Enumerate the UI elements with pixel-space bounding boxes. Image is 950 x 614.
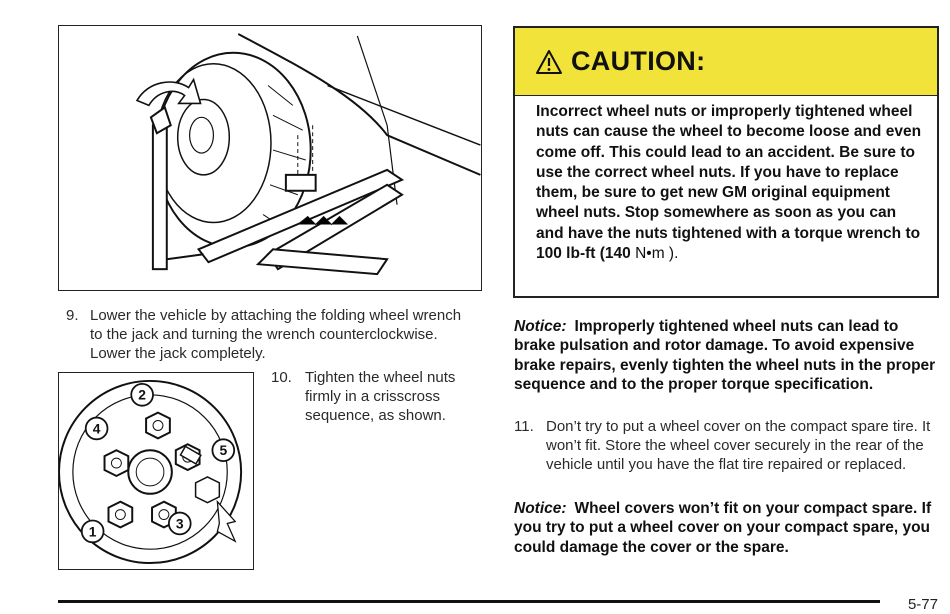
step-9: 9. Lower the vehicle by attaching the fo… <box>66 306 466 363</box>
step-text: Lower the vehicle by attaching the foldi… <box>90 307 462 362</box>
notice-wheel-covers: Notice:Wheel covers won’t fit on your co… <box>514 499 939 557</box>
footer-rule <box>58 600 880 603</box>
sequence-label-3: 3 <box>176 515 184 531</box>
caution-title: CAUTION: <box>571 46 706 76</box>
step-number: 11. <box>514 418 534 435</box>
notice-label: Notice: <box>514 500 567 517</box>
caution-text: Incorrect wheel nuts or improperly tight… <box>515 96 937 264</box>
jack-illustration <box>58 25 482 291</box>
sequence-label-2: 2 <box>138 387 146 403</box>
notice-text: Wheel covers won’t fit on your compact s… <box>514 500 932 556</box>
notice-label: Notice: <box>514 318 567 335</box>
sequence-label-4: 4 <box>93 420 101 436</box>
step-number: 9. <box>66 307 79 324</box>
wheel-nut-drawing: 2 4 1 3 5 <box>59 379 243 565</box>
jack-lowering-drawing <box>135 33 481 276</box>
page-number: 5-77 <box>907 596 938 613</box>
caution-body-text: Incorrect wheel nuts or improperly tight… <box>536 103 922 263</box>
notice-text: Improperly tightened wheel nuts can lead… <box>514 318 936 393</box>
caution-torque-unit: N•m ). <box>635 245 679 263</box>
step-11: 11. Don’t try to put a wheel cover on th… <box>514 417 939 474</box>
wheel-nut-sequence-diagram: 2 4 1 3 5 <box>58 372 254 570</box>
sequence-label-5: 5 <box>219 442 227 458</box>
step-number: 10. <box>271 369 292 386</box>
step-text: Tighten the wheel nuts firmly in a criss… <box>305 369 456 424</box>
warning-triangle-icon <box>536 49 562 74</box>
step-10: 10. Tighten the wheel nuts firmly in a c… <box>271 368 481 425</box>
caution-header: CAUTION: <box>515 28 937 96</box>
sequence-label-1: 1 <box>89 523 97 539</box>
notice-brake-pulsation: Notice:Improperly tightened wheel nuts c… <box>514 317 939 394</box>
step-text: Don’t try to put a wheel cover on the co… <box>546 418 931 473</box>
caution-box: CAUTION: Incorrect wheel nuts or imprope… <box>513 26 939 298</box>
